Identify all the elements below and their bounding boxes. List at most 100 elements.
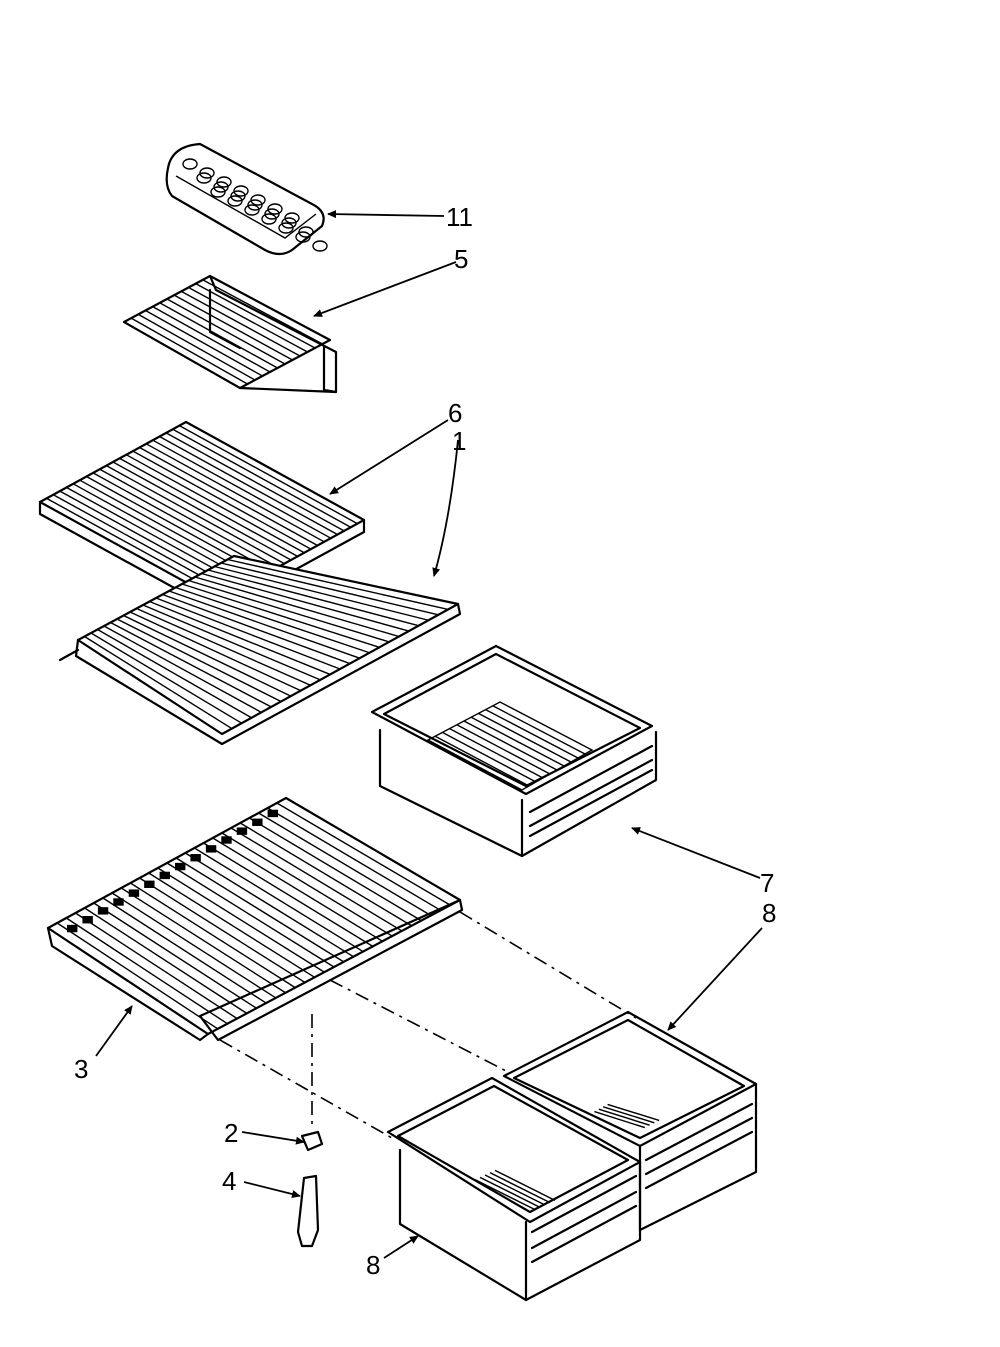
wire-rung — [207, 569, 419, 627]
wire-rung — [152, 439, 332, 539]
wire-rung — [125, 454, 305, 554]
small-wire-shelf-part — [122, 274, 338, 394]
wire-rung — [267, 807, 441, 911]
wire-rung — [162, 593, 351, 665]
wire-rung — [65, 917, 228, 1025]
wire-rung — [145, 309, 263, 377]
wire-rung — [203, 842, 374, 947]
wire-rung — [159, 302, 278, 369]
cover-tab — [267, 809, 278, 818]
wire-rung — [110, 621, 272, 708]
ice-cell — [213, 181, 229, 193]
ice-cell — [298, 226, 314, 238]
callout-3: 3 — [74, 1054, 88, 1084]
wire-rung — [194, 847, 364, 953]
support-rod-part — [296, 1174, 320, 1248]
callout-8-rear: 8 — [762, 898, 776, 928]
wire-rung — [168, 590, 360, 659]
support-fastener-part — [300, 1130, 324, 1152]
wire-rung — [276, 802, 451, 906]
wire-rung — [484, 1174, 546, 1206]
callout-1: 1 — [452, 426, 466, 456]
wire-rung — [84, 635, 233, 730]
wire-rung — [456, 724, 551, 775]
wire-rung — [159, 435, 338, 536]
ice-cell — [264, 208, 280, 220]
ice-cell — [261, 213, 277, 225]
wire-rung — [212, 837, 383, 942]
wire-rung — [139, 877, 306, 984]
wire-rung — [181, 583, 380, 648]
wire-rung — [239, 822, 412, 927]
ice-cell — [233, 185, 249, 197]
ice-cell — [244, 204, 260, 216]
wire-rung — [142, 604, 321, 681]
wire-rung — [172, 428, 352, 528]
wire-rung — [479, 1176, 541, 1208]
ice-cell — [196, 172, 212, 184]
cover-tab — [159, 871, 170, 880]
wire-rung — [489, 1172, 551, 1204]
wire-rung — [201, 572, 410, 632]
freezer-basket-part — [370, 644, 658, 858]
wire-rung — [102, 897, 267, 1004]
cover-tab — [128, 889, 140, 897]
ice-cell — [267, 203, 283, 215]
wire-rung — [184, 852, 354, 958]
wire-rung — [449, 727, 544, 779]
cover-tab — [113, 898, 124, 906]
callout-4: 4 — [222, 1166, 236, 1196]
wire-rung — [180, 290, 301, 357]
wire-rung — [139, 446, 318, 547]
crisper-cover-shelf-part — [46, 796, 464, 1042]
ice-cell — [227, 195, 243, 207]
wire-rung — [214, 565, 429, 621]
callout-7: 7 — [760, 868, 774, 898]
cover-tab — [144, 880, 155, 888]
wire-rung — [152, 306, 271, 373]
wire-rung — [463, 720, 558, 771]
wire-rung — [485, 708, 579, 759]
wire-rung — [179, 425, 358, 525]
ice-cell — [230, 190, 246, 202]
wire-rung — [103, 625, 262, 713]
ice-cell — [281, 217, 297, 229]
wire-rung — [230, 827, 403, 932]
wire-rung — [75, 912, 238, 1020]
ice-cell — [182, 158, 198, 170]
wire-rung — [56, 922, 219, 1030]
callout-6: 6 — [448, 398, 462, 428]
wire-rung — [137, 313, 256, 381]
crisper-drawer-part — [386, 1010, 758, 1302]
wire-rung — [607, 1103, 660, 1122]
wire-rung — [123, 614, 292, 697]
wire-rung — [258, 812, 432, 917]
wire-rung — [492, 705, 586, 755]
wire-rung — [155, 597, 341, 670]
ice-cell — [250, 194, 266, 206]
leader-lines — [95, 210, 763, 1259]
wire-rung — [220, 562, 439, 616]
wire-rung — [116, 618, 282, 703]
cover-tab — [190, 854, 201, 862]
ice-cell — [247, 199, 263, 211]
wire-rung — [175, 586, 370, 654]
cover-tab — [205, 845, 217, 853]
wire-rung — [598, 1108, 650, 1126]
ice-cell — [295, 231, 311, 243]
wire-rung — [594, 1110, 646, 1129]
wire-rung — [434, 735, 530, 787]
wire-rung — [136, 607, 311, 686]
callout-8-front: 8 — [366, 1250, 380, 1280]
wire-rung — [202, 279, 323, 345]
wire-rung — [165, 432, 345, 532]
wire-rung — [166, 862, 335, 968]
wire-rung — [130, 882, 296, 989]
ice-cell — [312, 240, 328, 252]
cover-tab — [236, 827, 248, 835]
cover-tab — [252, 818, 263, 826]
ice-cell — [278, 222, 294, 234]
assembly-lines — [219, 911, 637, 1139]
wire-rung — [132, 450, 312, 550]
wire-rung — [145, 443, 325, 543]
